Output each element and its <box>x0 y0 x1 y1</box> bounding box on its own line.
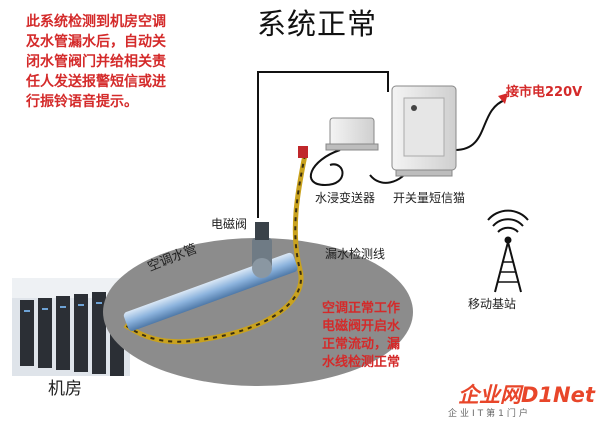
note-line: 正常流动，漏 <box>322 337 401 352</box>
leak-detection-line <box>123 154 308 345</box>
base-station-label: 移动基站 <box>468 297 517 311</box>
machine-room-label: 机房 <box>48 379 82 399</box>
system-description-note: 此系统检测到机房空调 及水管漏水后，自动关 闭水管阀门并给相关责 任人发送报警短… <box>26 12 166 112</box>
note-line: 空调正常工作 <box>322 301 401 316</box>
sms-modem-device-icon <box>391 85 457 177</box>
note-line: 任人发送报警短信或进 <box>26 74 166 90</box>
power-plug-icon <box>498 93 508 104</box>
power-cable <box>454 99 506 151</box>
diagram-title: 系统正常 <box>257 7 378 41</box>
monitoring-zone-ellipse <box>103 238 413 386</box>
sensor-cable <box>309 149 344 187</box>
cell-tower-icon <box>487 209 529 293</box>
note-line: 此系统检测到机房空调 <box>26 14 166 30</box>
note-line: 水线检测正常 <box>322 355 401 370</box>
modem-label: 开关量短信猫 <box>393 191 466 205</box>
watermark-brand: 企业网D1Net <box>458 383 595 407</box>
control-wire <box>257 71 389 218</box>
note-line: 行振铃语音提示。 <box>26 94 138 110</box>
watermark-tagline: 企业IT第1门户 <box>448 409 531 419</box>
power-label: 接市电220V <box>506 85 583 100</box>
leak-line-label: 漏水检测线 <box>325 247 386 261</box>
leak-line-connector <box>298 146 308 158</box>
sensor-label: 水浸变送器 <box>315 191 376 205</box>
note-line: 闭水管阀门并给相关责 <box>26 54 166 70</box>
valve-label: 电磁阀 <box>211 217 248 231</box>
water-sensor-device-icon <box>325 117 379 151</box>
note-line: 电磁阀开启水 <box>322 319 401 334</box>
note-line: 及水管漏水后，自动关 <box>26 34 166 50</box>
solenoid-valve-icon <box>252 222 272 278</box>
normal-state-note: 空调正常工作 电磁阀开启水 正常流动，漏 水线检测正常 <box>322 300 400 372</box>
